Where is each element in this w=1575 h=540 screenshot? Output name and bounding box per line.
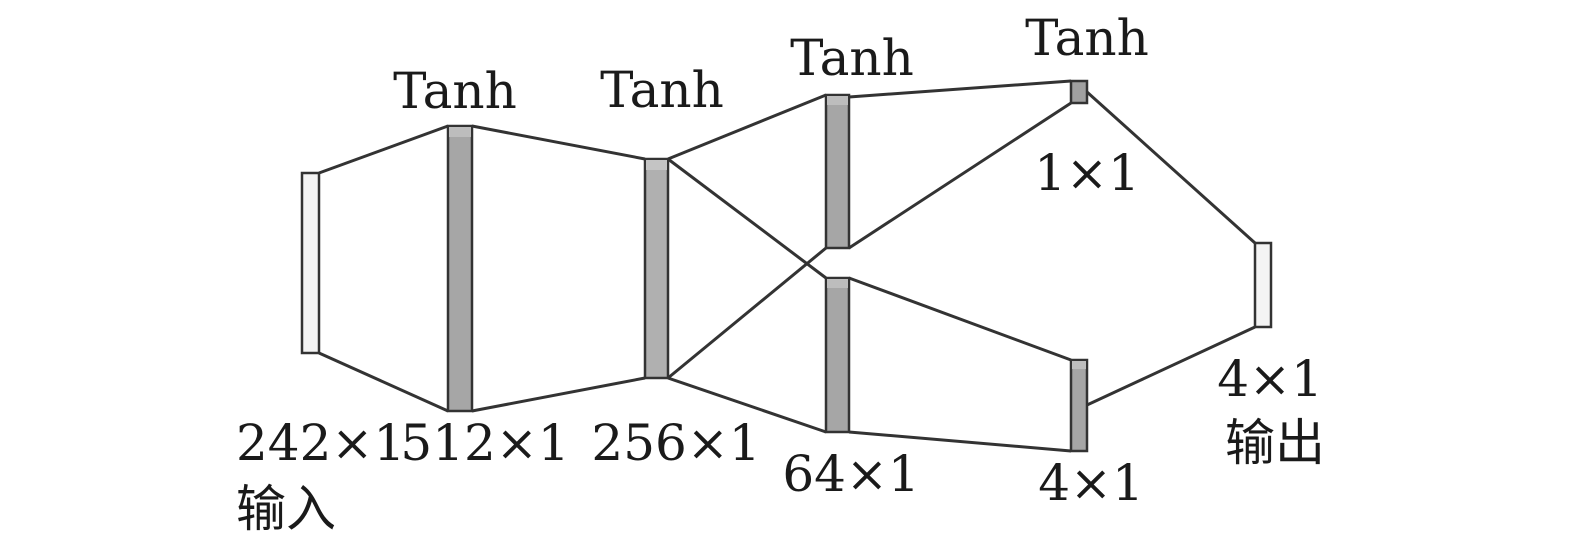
edge-input-h1-top — [318, 124, 449, 175]
output-layer-block — [1253, 241, 1273, 329]
connections — [318, 79, 1257, 453]
output-size-label: 4×1 — [1217, 350, 1323, 408]
edge-h2-h3a-bottom — [667, 246, 827, 380]
input-size-label: 242×1 — [236, 414, 405, 472]
hidden-layer-3a-shade — [827, 96, 848, 105]
hidden-layer-4b-block — [1069, 358, 1089, 453]
input-role-label: 输入 — [236, 480, 336, 538]
h4a-activation-label: Tanh — [1025, 9, 1149, 67]
input-layer-block — [300, 171, 321, 355]
h3b-size-label: 64×1 — [782, 445, 919, 503]
h3a-activation-label: Tanh — [790, 29, 914, 87]
h4b-size-label: 4×1 — [1038, 454, 1144, 512]
hidden-layer-2-block — [643, 157, 670, 380]
edge-h3a-h4a-top — [848, 79, 1072, 99]
output-role-label: 输出 — [1225, 414, 1325, 472]
hidden-layer-1-shade — [449, 127, 471, 137]
edge-h2-h3b-top — [667, 157, 827, 280]
hidden-layer-4b-shade — [1072, 361, 1086, 369]
edge-h2-h3a-top — [667, 93, 827, 161]
edge-h1-h2-bottom — [471, 376, 646, 413]
h2-size-label: 256×1 — [591, 414, 760, 472]
edge-h1-h2-top — [471, 124, 646, 161]
h1-activation-label: Tanh — [393, 62, 517, 120]
hidden-layer-3b-block — [824, 276, 851, 434]
hidden-layer-3b-shade — [827, 279, 848, 288]
edge-h3a-h4a-bottom — [848, 101, 1072, 250]
edge-h4b-output — [1086, 325, 1256, 407]
edge-h3b-h4b-bottom — [848, 430, 1072, 453]
hidden-layer-4a-block — [1069, 79, 1089, 105]
hidden-layer-1-block — [446, 124, 474, 413]
h1-size-label: 512×1 — [400, 414, 569, 472]
hidden-layer-3a-block — [824, 93, 851, 250]
edge-h2-h3b-bottom — [667, 376, 827, 434]
h4a-size-label: 1×1 — [1034, 144, 1140, 202]
edge-h3b-h4b-top — [848, 276, 1072, 362]
edge-input-h1-bottom — [318, 351, 449, 413]
edge-h4a-output — [1085, 90, 1257, 245]
layers — [300, 79, 1273, 453]
h2-activation-label: Tanh — [600, 61, 724, 119]
hidden-layer-2-shade — [646, 160, 667, 170]
labels: Tanh Tanh Tanh Tanh 1×1 4×1 输出 242×1 输入 … — [236, 9, 1325, 538]
